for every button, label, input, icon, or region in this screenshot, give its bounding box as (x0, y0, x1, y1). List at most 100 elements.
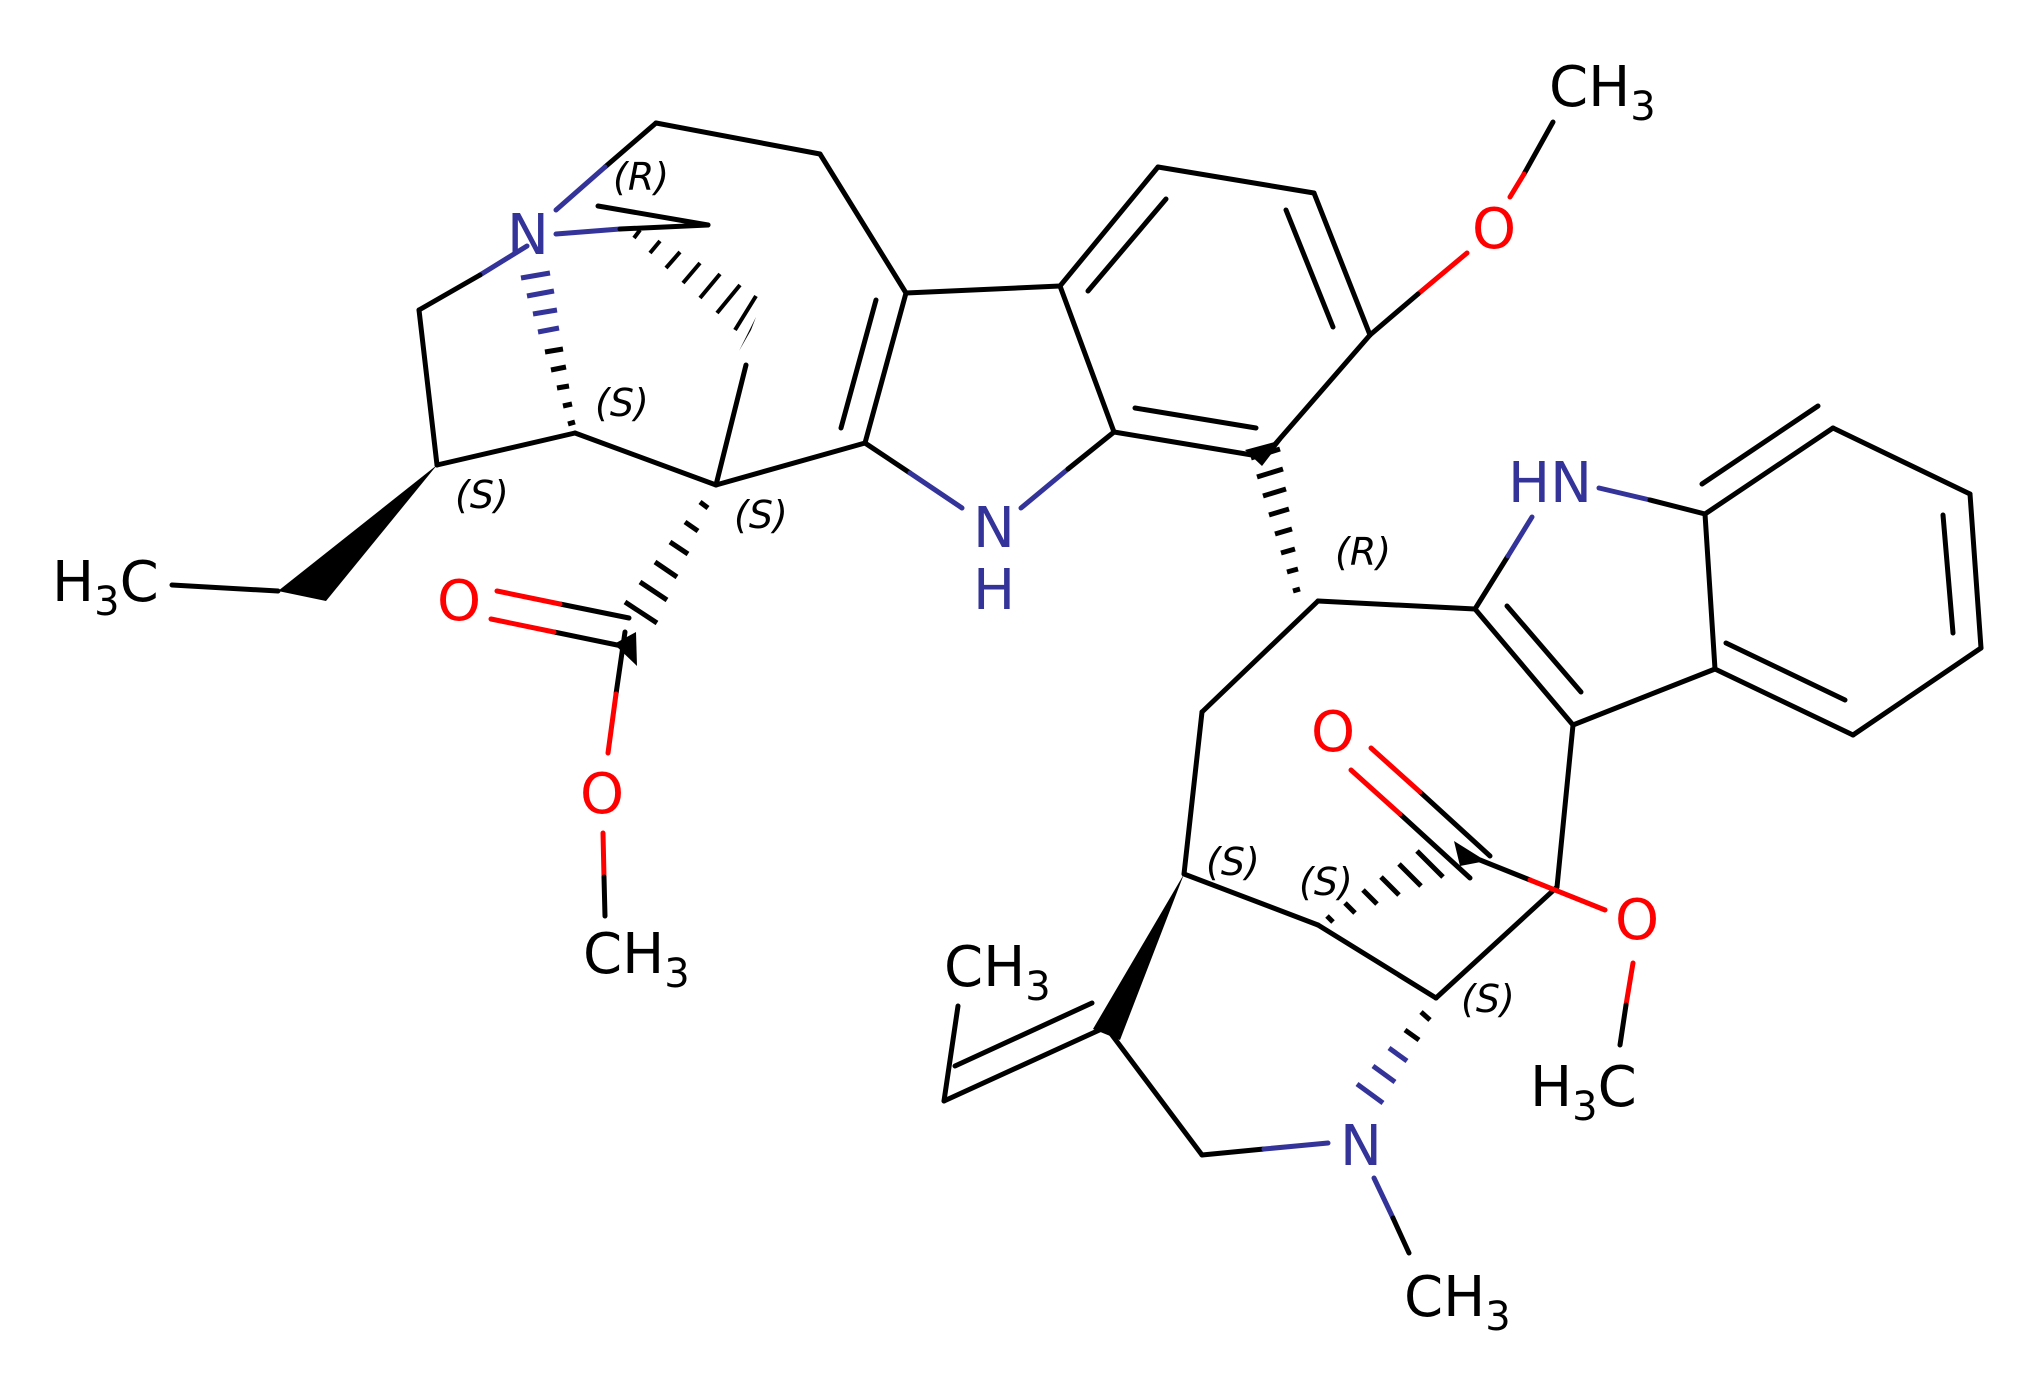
atom-n-bottom: N (1340, 1114, 1382, 1179)
hashed-wedge-central (1250, 446, 1301, 594)
bond-ch2-cs3 (1181, 709, 1205, 877)
atom-h3c-left: H3C (52, 550, 159, 625)
stereo-label-s-mid1: (S) (1206, 840, 1260, 884)
bond-c-o-left (613, 629, 628, 697)
bond-n-c7a-blue (1018, 466, 1071, 511)
bond-cr-ch2 (1199, 598, 1321, 715)
bond-ring-a3-inner (1085, 196, 1169, 294)
bond-ring-a5-inner (1132, 405, 1259, 431)
atom-hn-right: HN (1508, 451, 1592, 516)
bond-ring-a1 (1311, 190, 1373, 338)
bond-o-ch3-left-red (600, 830, 607, 880)
wedge-central-tip (1245, 440, 1282, 466)
bond-c3-c2 (862, 290, 909, 446)
bond-c3-ch2 (817, 151, 909, 296)
bond-ring-b3-inner (1940, 512, 1956, 636)
bond-ch2-cs (416, 307, 440, 468)
bond-cs2-cq (572, 430, 719, 488)
bond-o-ch3-right-red (1623, 960, 1636, 1008)
hashed-wedge-ester-right (1325, 849, 1445, 924)
atom-nh-center-h: H (973, 558, 1015, 623)
hashed-wedge-n-cs2 (520, 270, 560, 335)
bond-n-left (416, 272, 483, 313)
atom-n-topleft: N (507, 203, 549, 268)
bond-ch3-o-top (1521, 119, 1556, 177)
atom-o-methoxy: O (1472, 197, 1516, 262)
bond-ch2-right-ch (595, 203, 711, 228)
bond-co-left-2 (551, 629, 625, 649)
bond-ring-b5-inner (1723, 640, 1848, 703)
bond-cs5-cq2 (1433, 884, 1560, 1001)
stereo-label-r-center: (R) (1335, 530, 1391, 574)
bond-co-left-1-red (494, 588, 563, 607)
bonds (169, 119, 1984, 1256)
bond-n-left-blue (477, 243, 530, 278)
bond-co-left-1 (557, 601, 632, 621)
bond-cs-cs2 (434, 430, 578, 468)
bond-ch2-ch2 (653, 120, 823, 157)
bond-ring-b1 (1702, 425, 1836, 517)
hashed-wedge-ester-left (623, 500, 710, 626)
bond-o-ch3-right (1617, 1002, 1629, 1048)
bond-ring-a1-inner (1283, 207, 1336, 330)
atom-ch3-vinyl: CH3 (944, 935, 1051, 1010)
bond-n-ch3-bot-blue (1371, 1175, 1396, 1221)
wedge-vinyl (1093, 874, 1184, 1040)
bond-ethyl (169, 582, 281, 594)
stereo-label-s-left1: (S) (595, 381, 649, 425)
bond-ring-a6 (1261, 332, 1373, 460)
bond-vinyl-double (941, 1024, 1109, 1104)
atom-labels: CH3 O HN N N H H3C O O CH3 O O H3C CH3 N… (52, 55, 1659, 1340)
atom-ch3-n-bottom: CH3 (1404, 1265, 1511, 1340)
atom-h3c-ester-right: H3C (1530, 1055, 1637, 1130)
hashed-wedge-top-cage (632, 228, 758, 332)
bond-vinyl-double-inner (952, 1000, 1095, 1069)
bond-ring-a5 (1111, 429, 1267, 460)
bond-n-c7a (1065, 429, 1117, 472)
atom-ch3-top: CH3 (1549, 55, 1656, 130)
bond-c3b-cq2 (1554, 722, 1576, 890)
bond-n-b-c7a (1647, 497, 1708, 517)
bond-ring-b2 (1830, 425, 1973, 497)
bond-c-o-right (1477, 857, 1533, 883)
bond-n-ch2-right (617, 222, 711, 232)
bond-ch3-o-top-red (1507, 171, 1527, 200)
bond-ch2-n-bot (1199, 1146, 1267, 1158)
bond-n-ch2-right-blue (553, 226, 623, 237)
bond-c2b-n-b-blue (1505, 514, 1535, 559)
bond-cs3-cs4 (1181, 871, 1321, 928)
bond-c3b-c3ab (1570, 666, 1718, 728)
bond-c2-n-blue (907, 470, 965, 511)
stereo-label-s-mid2: (S) (1299, 860, 1353, 904)
bond-co-right-2 (1397, 811, 1473, 881)
bond-co-right-1 (1417, 789, 1493, 859)
wedge-cage-tip (739, 317, 756, 351)
bond-co-right-1-red (1368, 745, 1423, 795)
bond-co-right-2-red (1348, 767, 1403, 817)
stereo-labels: (R) (S) (S) (S) (R) (S) (S) (S) (455, 155, 1515, 1021)
stereo-label-s-left2: (S) (455, 473, 509, 517)
atom-o-carbonyl-right: O (1311, 700, 1355, 765)
bond-ch2-n-top (602, 120, 659, 170)
bond-c2b-c3b-inner (1504, 603, 1584, 695)
bond-c3ab-c7ab (1702, 511, 1718, 672)
bond-c2-n (862, 440, 913, 476)
bond-o-aryl-top-red (1415, 250, 1470, 297)
stereo-label-s-bottom: (S) (1461, 977, 1515, 1021)
bond-cr-c2b (1315, 598, 1478, 612)
atom-o-ester-right: O (1615, 888, 1659, 953)
bond-ring-b5 (1712, 666, 1856, 738)
bond-cs4-cs5 (1315, 922, 1439, 1001)
atom-ch3-ester-left: CH3 (583, 922, 690, 997)
bond-c3-c2-inner (838, 297, 879, 431)
bond-vinyl-ch3 (941, 1003, 961, 1104)
bond-ch2-n-bot-blue (1261, 1140, 1331, 1152)
bond-ring-b4 (1850, 645, 1984, 738)
bond-cq-c2 (713, 440, 868, 488)
bond-cq-up (713, 362, 749, 488)
hashed-wedge-n-bottom (1355, 1010, 1432, 1106)
bond-ring-b3 (1967, 491, 1984, 651)
bond-ring-b1-inner (1699, 403, 1821, 487)
bond-c4a-c3 (903, 283, 1063, 296)
